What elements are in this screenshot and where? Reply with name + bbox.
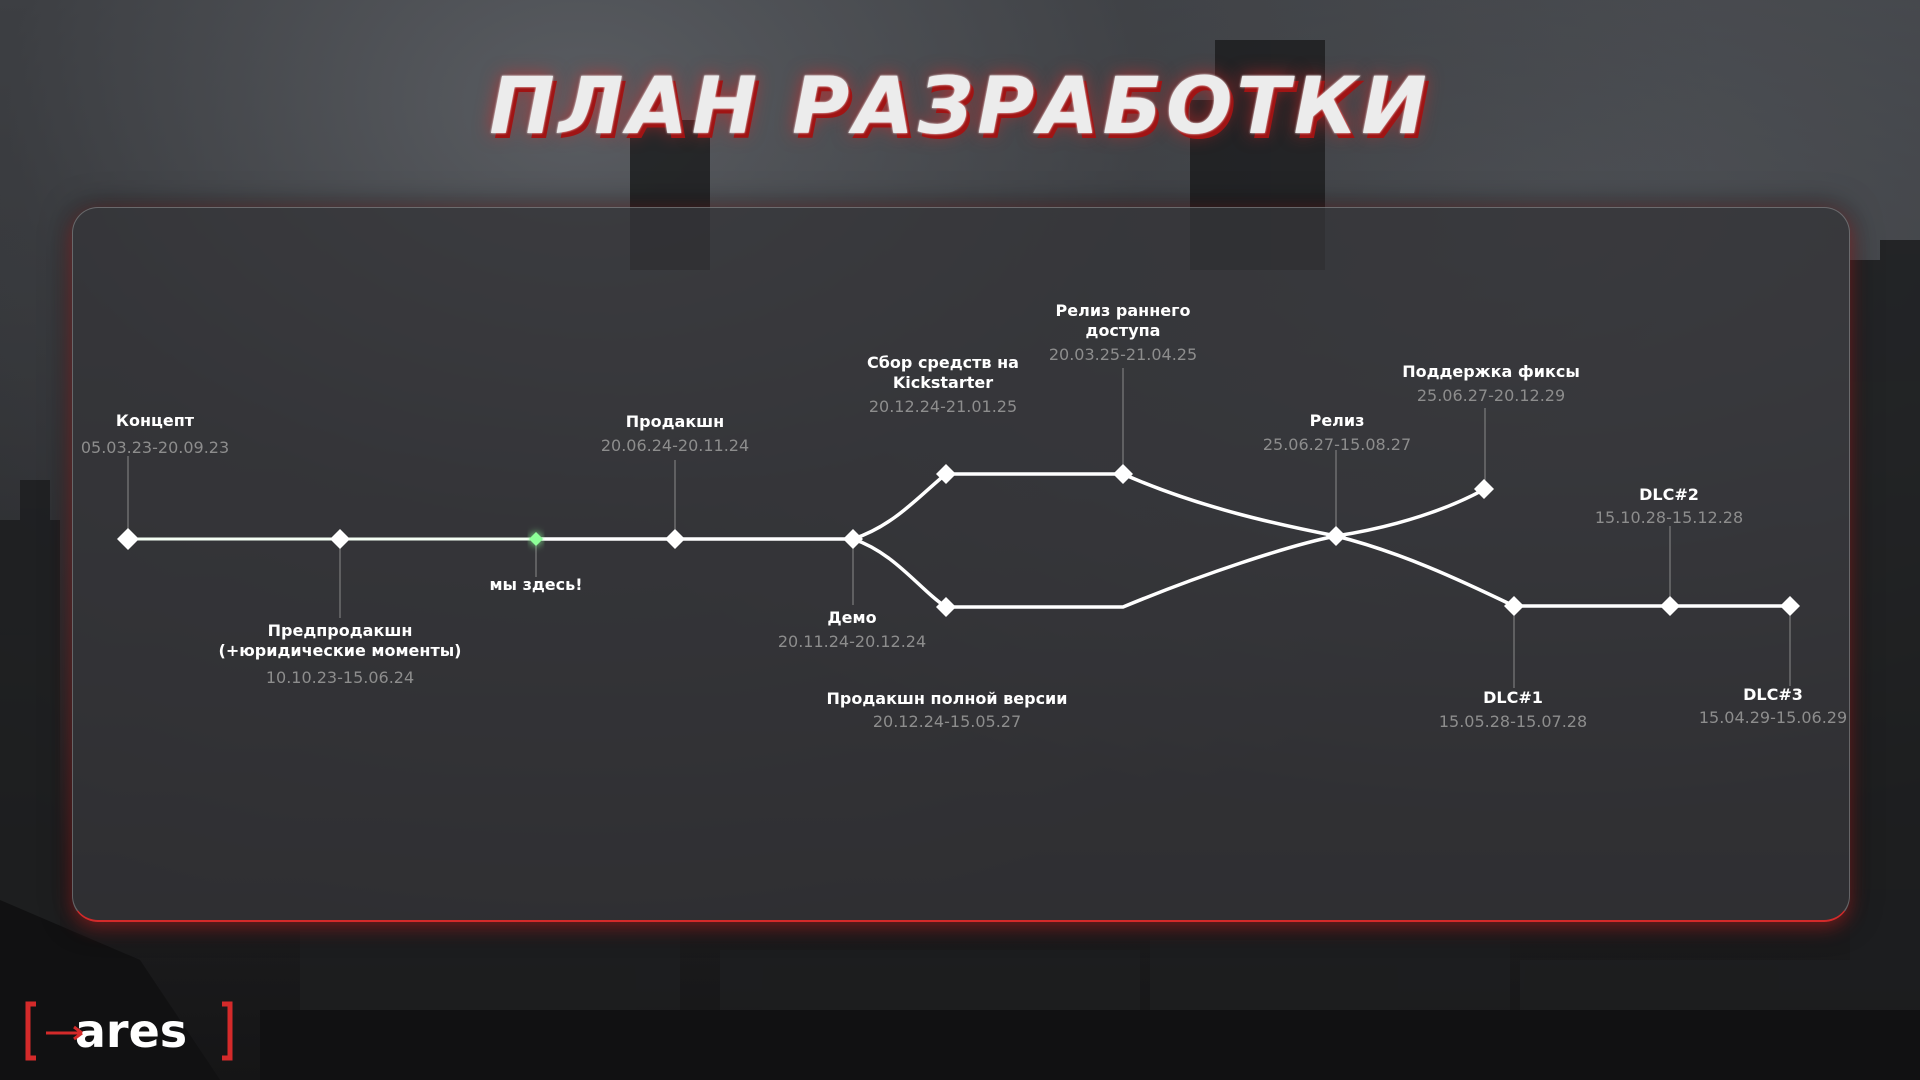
logo-text: ares — [75, 1004, 187, 1058]
node-concept — [117, 528, 139, 550]
milestone-dlc3-name: DLC#3 — [1743, 685, 1803, 704]
milestone-preproduction-date: 10.10.23-15.06.24 — [266, 668, 414, 687]
node-release — [1326, 526, 1346, 546]
milestone-full-production-name: Продакшн полной версии — [827, 689, 1068, 708]
node-production — [665, 529, 685, 549]
milestone-release-date: 25.06.27-15.08.27 — [1263, 435, 1411, 454]
milestone-full-production-date: 20.12.24-15.05.27 — [873, 712, 1021, 731]
milestone-dlc2-name: DLC#2 — [1639, 485, 1699, 504]
page-title: ПЛАН РАЗРАБОТКИ — [489, 62, 1431, 152]
milestone-preproduction-name: Предпродакшн(+юридические моменты) — [219, 621, 462, 660]
node-dlc2 — [1660, 596, 1680, 616]
milestone-demo-date: 20.11.24-20.12.24 — [778, 632, 926, 651]
node-support — [1474, 479, 1494, 499]
node-preproduction — [330, 529, 350, 549]
milestone-release-name: Релиз — [1310, 411, 1365, 430]
node-kickstarter — [936, 464, 956, 484]
you-are-here-label: мы здесь! — [489, 575, 582, 594]
milestone-dlc2-date: 15.10.28-15.12.28 — [1595, 508, 1743, 527]
milestone-support-name: Поддержка фиксы — [1402, 362, 1580, 381]
roadmap-panel — [72, 207, 1850, 922]
milestone-demo-name: Демо — [827, 608, 876, 627]
ares-logo: ares — [25, 1001, 233, 1061]
milestone-concept-date: 05.03.23-20.09.23 — [81, 438, 229, 457]
milestone-kickstarter-date: 20.12.24-21.01.25 — [869, 397, 1017, 416]
node-early-access — [1113, 464, 1133, 484]
milestone-nodes — [117, 464, 1800, 617]
leader-lines — [127, 368, 1791, 688]
milestone-dlc3-date: 15.04.29-15.06.29 — [1699, 708, 1847, 727]
node-dlc1 — [1504, 596, 1524, 616]
milestone-dlc1-name: DLC#1 — [1483, 688, 1543, 707]
node-you-are-here — [529, 532, 543, 546]
node-full-production — [936, 597, 956, 617]
milestone-support-date: 25.06.27-20.12.29 — [1417, 386, 1565, 405]
timeline-lines — [536, 472, 1790, 609]
milestone-production-date: 20.06.24-20.11.24 — [601, 436, 749, 455]
node-demo — [843, 529, 863, 549]
milestone-early-access-date: 20.03.25-21.04.25 — [1049, 345, 1197, 364]
milestone-production-name: Продакшн — [626, 412, 724, 431]
milestone-concept-name: Концепт — [116, 411, 195, 430]
milestone-dlc1-date: 15.05.28-15.07.28 — [1439, 712, 1587, 731]
node-dlc3 — [1780, 596, 1800, 616]
